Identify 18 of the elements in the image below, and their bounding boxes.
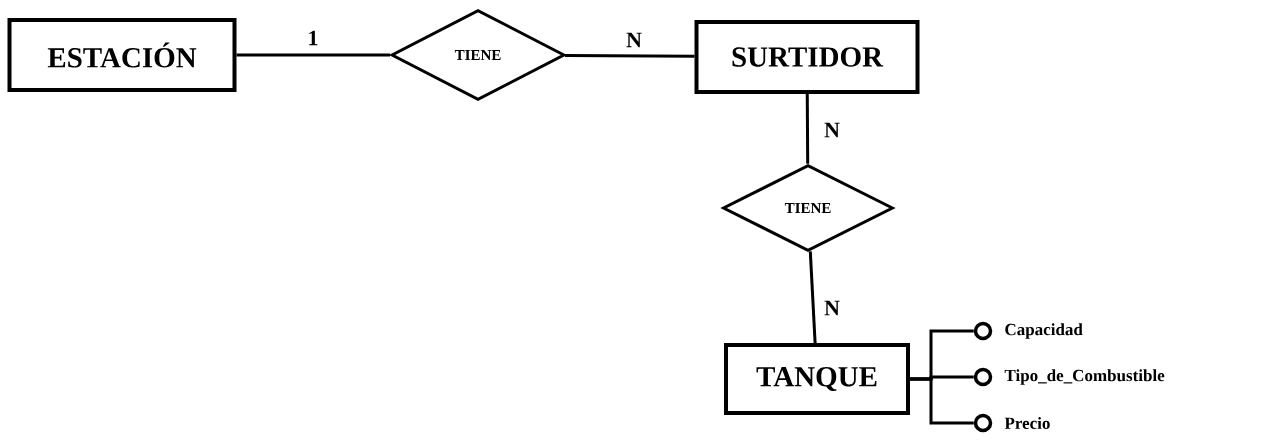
attribute-circle bbox=[973, 413, 993, 433]
cardinality-label: N bbox=[824, 300, 840, 316]
connector-line bbox=[236, 53, 390, 57]
connector-line bbox=[565, 54, 695, 58]
attribute-name: Tipo_de_Combustible bbox=[1004, 369, 1165, 385]
entity-box: ESTACIÓN bbox=[7, 18, 237, 92]
attribute-connector bbox=[910, 377, 974, 425]
entity-box: TANQUE bbox=[724, 343, 910, 415]
connector-line bbox=[808, 251, 817, 344]
attribute-name: Capacidad bbox=[1005, 323, 1083, 339]
cardinality-label: N bbox=[626, 32, 642, 48]
connector-line bbox=[805, 94, 810, 164]
entity-box: SURTIDOR bbox=[694, 20, 920, 94]
cardinality-label: N bbox=[824, 122, 840, 138]
cardinality-label: 1 bbox=[309, 30, 318, 46]
attribute-circle bbox=[973, 367, 993, 387]
attribute-name: Precio bbox=[1004, 417, 1050, 429]
attribute-circle bbox=[973, 321, 993, 341]
